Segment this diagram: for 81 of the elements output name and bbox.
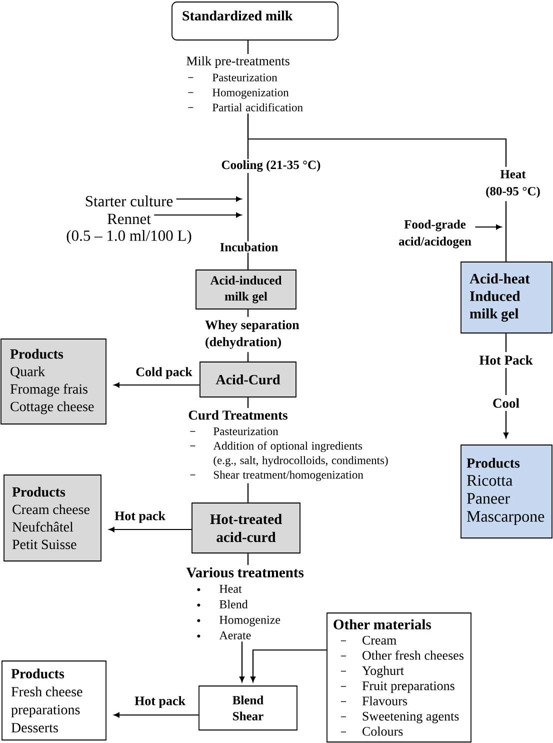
list-item: Cream cheese: [12, 504, 90, 514]
list-item: Sweetening agents: [362, 712, 459, 724]
step-label: Heat (80-95 °C): [486, 170, 540, 198]
step-label: Whey separation (dehydration): [205, 320, 300, 349]
list-item: Cream: [362, 636, 396, 645]
list-item: Neufchâtel: [12, 522, 74, 532]
list-item: Homogenize: [220, 616, 280, 626]
edge-label: Cold pack: [135, 366, 193, 380]
list-item: Blend: [220, 600, 248, 608]
arrow: [114, 382, 200, 388]
connector-line: [247, 397, 249, 408]
list-item: Desserts: [11, 723, 58, 732]
input-label: Starter culture: [86, 196, 173, 206]
list-item: Aerate: [219, 631, 251, 640]
list-item: Yoghurt: [362, 666, 404, 678]
list-item: Pasteurization: [214, 427, 278, 436]
list-item: Fromage frais: [10, 384, 88, 397]
edge-label: Hot pack: [134, 696, 186, 708]
list-item: Partial acidification: [212, 103, 303, 112]
note-label: (0.5 – 1.0 ml/100 L): [66, 230, 192, 244]
connector-line: [505, 368, 507, 396]
connector-line: [247, 553, 249, 565]
box-heading: Products: [10, 348, 64, 359]
box-heading: Other materials: [334, 619, 431, 630]
box-heading: Products: [12, 486, 66, 497]
arrow: [475, 224, 502, 230]
edge-label: Hot pack: [114, 510, 166, 524]
arrow: [250, 649, 327, 682]
start-box: Standardized milk: [172, 2, 338, 40]
process-box: Blend Shear: [198, 686, 298, 730]
list-item: Heat: [220, 584, 242, 593]
connector-line: [247, 40, 249, 54]
connector-line: [247, 252, 249, 270]
step-label: Cooling (21-35 °C): [222, 160, 320, 172]
list-item: Ricotta: [466, 475, 512, 486]
step-label: Incubation: [220, 242, 278, 252]
connector-line: [247, 172, 249, 242]
list-item: Addition of optional ingredients (e.g., salt, hydrocolloids, condiments): [213, 441, 388, 467]
list-heading: Various treatments: [186, 567, 304, 578]
list-item: Flavours: [362, 696, 408, 706]
box-heading: Products: [466, 458, 520, 468]
list-heading: Milk pre-treatments: [186, 56, 290, 68]
process-box: Acid-heat Induced milk gel: [460, 262, 552, 334]
step-label: Hot Pack: [479, 355, 533, 365]
arrow: [503, 410, 509, 438]
arrow: [114, 712, 199, 718]
list-item: Colours: [362, 726, 403, 736]
list-item: Fruit preparations: [362, 681, 454, 693]
list-item: Other fresh cheeses: [362, 650, 464, 660]
list-item: Petit Suisse: [12, 540, 76, 550]
connector-line: [505, 201, 507, 262]
list-item: Fresh cheese preparations: [11, 686, 82, 718]
process-box: Acid-induced milk gel: [196, 270, 296, 310]
list-heading: Curd Treatments: [188, 410, 288, 420]
input-label: Food-grade acid/acidogen: [398, 220, 472, 248]
list-item: Mascarpone: [466, 511, 544, 526]
list-item: Homogenization: [212, 88, 289, 99]
list-item: Cottage cheese: [10, 401, 94, 414]
list-item: Paneer: [466, 493, 510, 504]
arrow: [239, 642, 245, 682]
step-label: Cool: [493, 398, 520, 408]
connector-line: [505, 333, 507, 352]
product-box: [0, 338, 106, 424]
input-label: Rennet: [107, 214, 151, 224]
ingredient-box: [326, 612, 472, 742]
process-box: Acid-Curd: [200, 362, 296, 398]
product-box: [460, 444, 552, 538]
product-box: [4, 474, 102, 562]
connector-line: [247, 483, 249, 503]
arrow: [154, 212, 242, 218]
connector-line: [247, 114, 507, 167]
box-heading: Products: [11, 668, 64, 678]
connector-line: [247, 309, 249, 317]
product-box: [2, 660, 106, 740]
list-item: Quark: [10, 366, 45, 378]
list-item: Shear treatment/homogenization: [214, 470, 364, 482]
arrow: [176, 196, 242, 202]
arrow: [108, 526, 192, 532]
list-item: Pasteurization: [212, 74, 278, 82]
connector-line: [247, 352, 249, 362]
process-box: Hot-treated acid-curd: [192, 502, 300, 554]
